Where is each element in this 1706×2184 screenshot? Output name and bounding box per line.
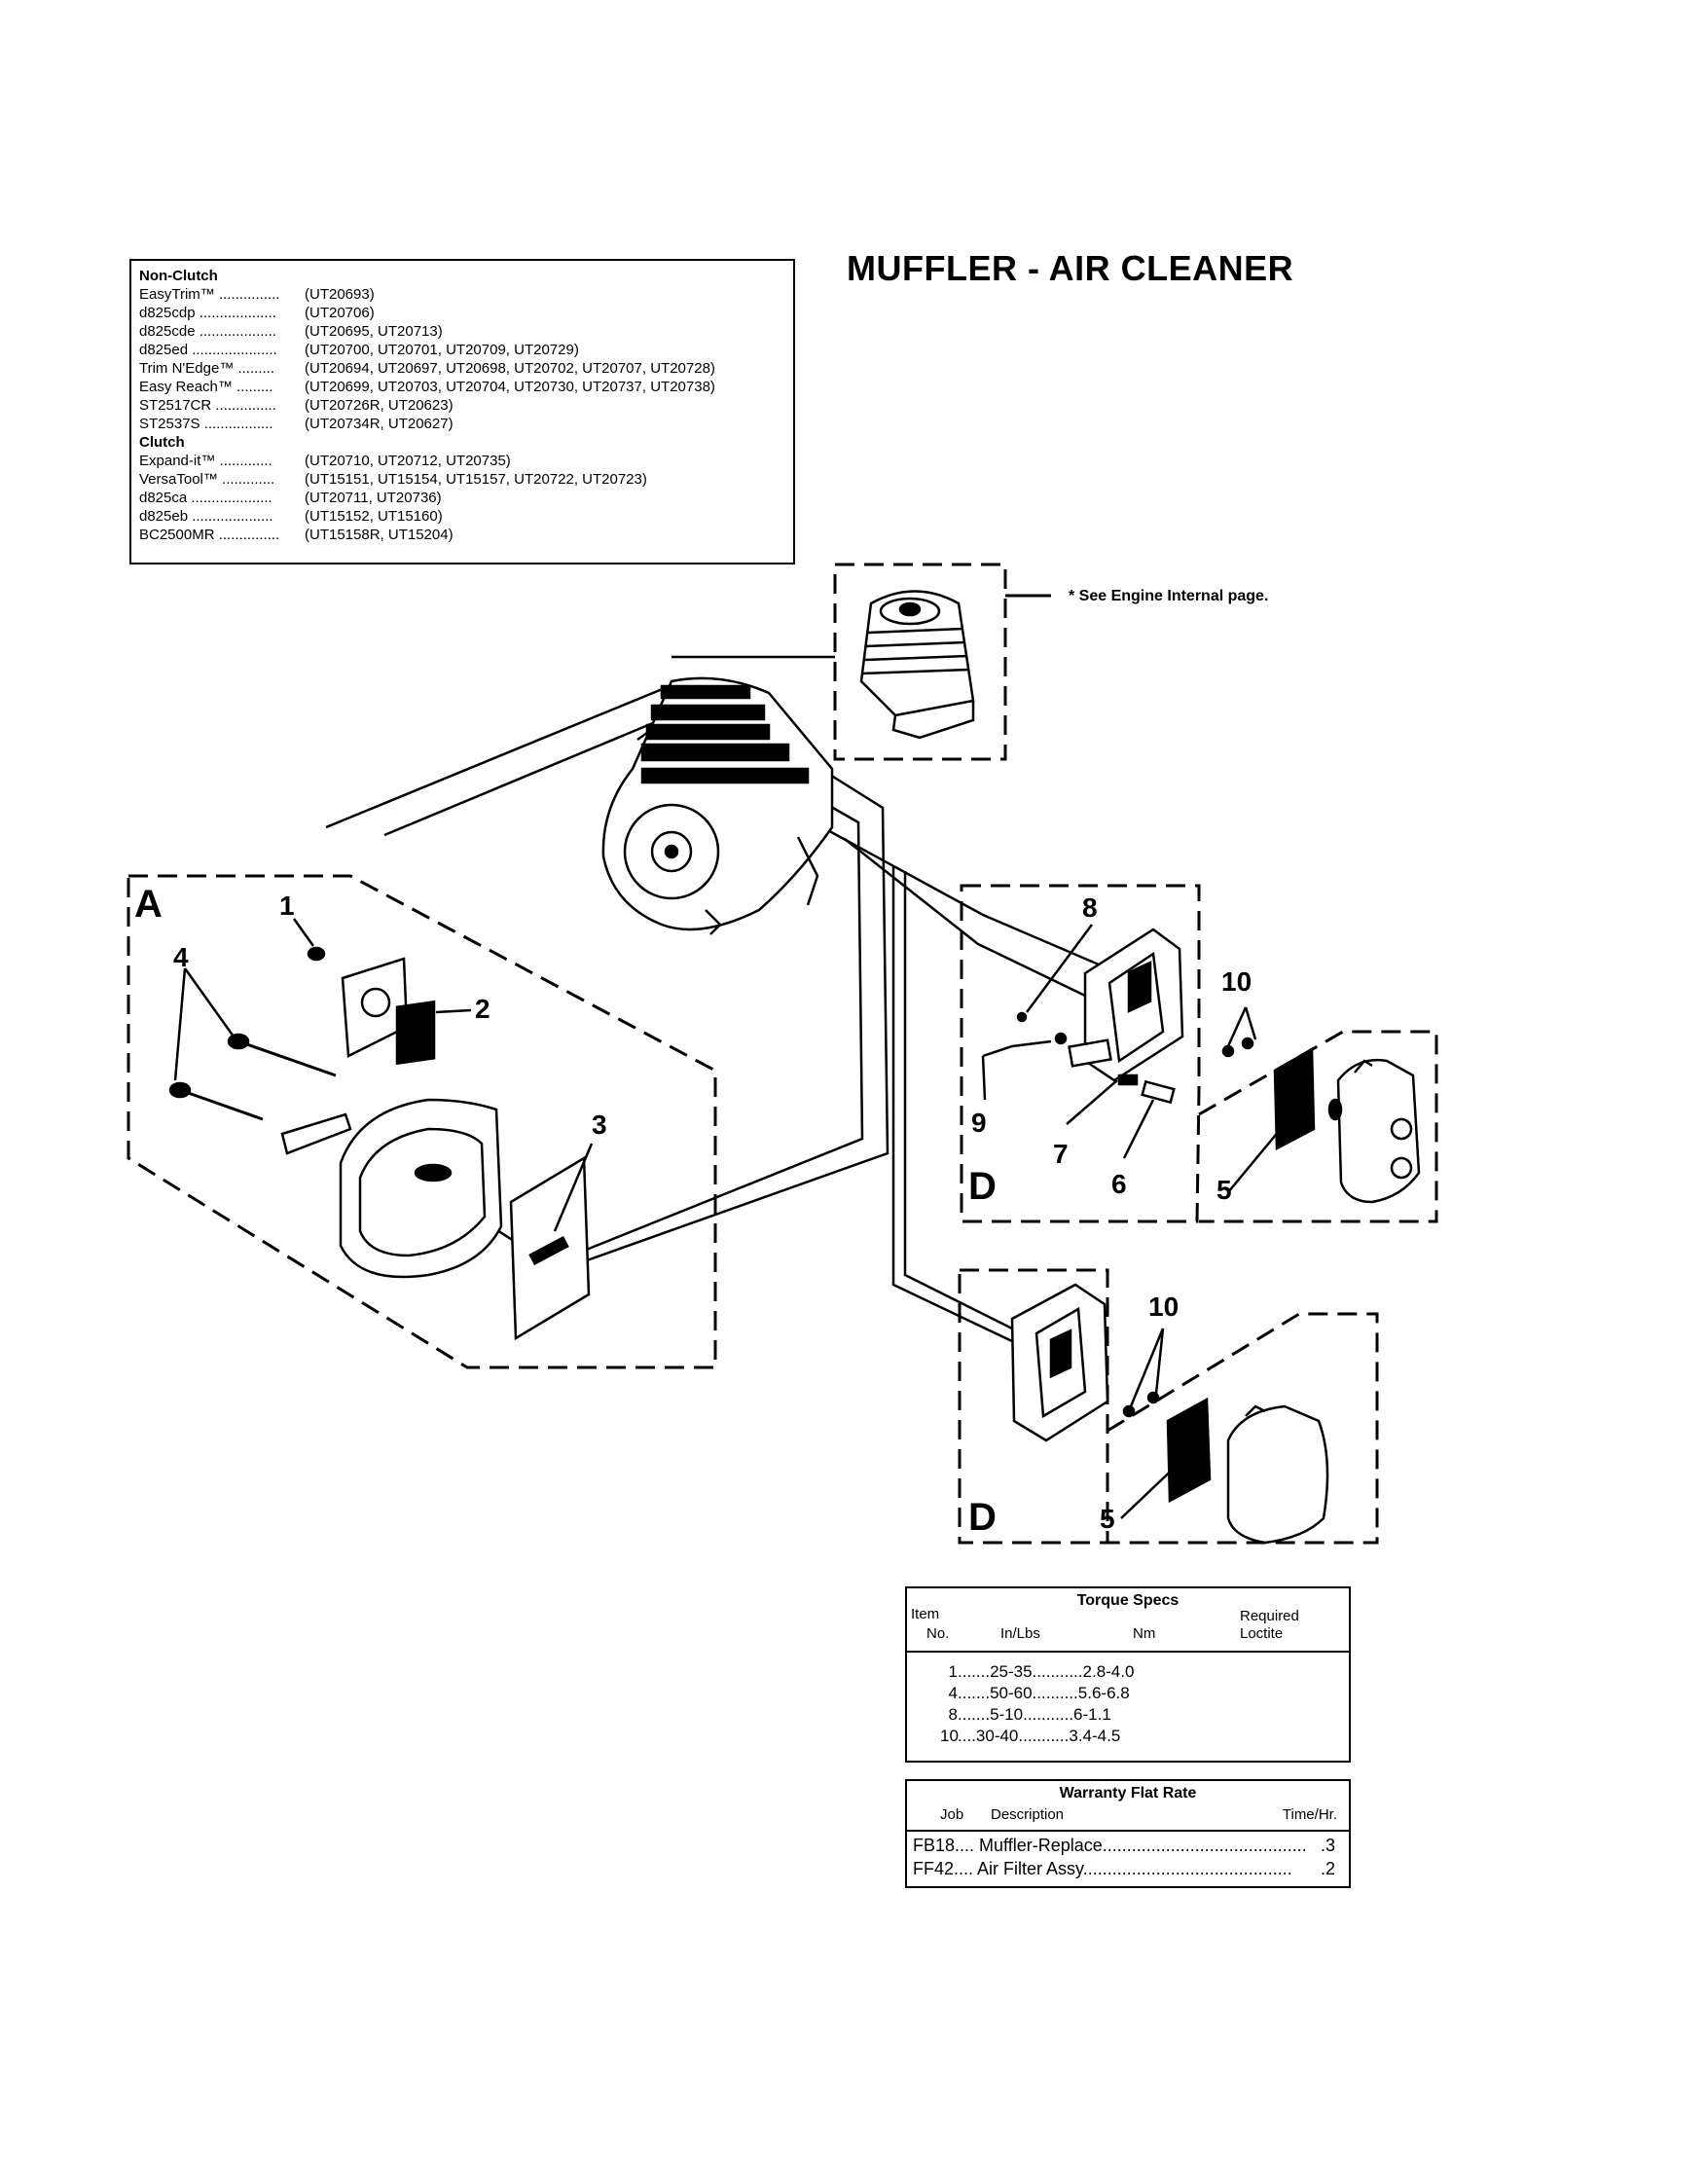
description-header: Description [991, 1806, 1065, 1823]
air-cleaner-cover-icon [1336, 1058, 1421, 1204]
model-row: Trim N'Edge™ .........(UT20694, UT20697,… [139, 360, 715, 377]
air-cleaner-group-box-1 [960, 884, 1201, 1223]
callout-6: 6 [1111, 1169, 1127, 1199]
spacer-plate-icon [280, 1112, 352, 1155]
table-row: 10 .... 30-40 ........... 3.4-4.5 [940, 1727, 1121, 1745]
model-row: ST2537S .................(UT20734R, UT20… [139, 416, 454, 432]
choke-lever-icon [1068, 1038, 1112, 1068]
muffler-icon [339, 1098, 503, 1279]
warranty-title: Warranty Flat Rate [1059, 1785, 1197, 1802]
engine-block-icon [601, 676, 834, 935]
engine-internal-box [833, 563, 1007, 761]
choke-shutter-icon [1141, 1079, 1176, 1105]
bolt-icon [237, 1039, 337, 1077]
engine-internal-note: * See Engine Internal page. [1069, 588, 1269, 604]
callout-d: D [968, 1165, 997, 1208]
cylinder-icon [859, 590, 975, 740]
table-row: FB18.... Muffler-Replace ...............… [913, 1836, 1335, 1855]
time-header: Time/Hr. [1282, 1806, 1337, 1823]
model-row: d825eb ....................(UT15152, UT1… [139, 508, 443, 525]
model-row: ST2517CR ...............(UT20726R, UT206… [139, 397, 454, 414]
torque-specs-table: Torque Specs Item No. In/Lbs Nm Required… [905, 1586, 1351, 1763]
model-row: VersaTool™ .............(UT15151, UT1515… [139, 471, 647, 488]
model-row: d825cdp ...................(UT20706) [139, 305, 375, 321]
model-row: BC2500MR ...............(UT15158R, UT152… [139, 527, 454, 543]
model-row: EasyTrim™ ...............(UT20693) [139, 286, 375, 303]
callout-5: 5 [1216, 1175, 1232, 1205]
callout-10: 10 [1221, 966, 1252, 997]
nut-icon [1122, 1404, 1136, 1418]
model-row: d825ed .....................(UT20700, UT… [139, 342, 579, 358]
air-filter-icon [1273, 1046, 1316, 1151]
nut-icon [1221, 1044, 1235, 1058]
callout-d-lower: D [968, 1496, 997, 1539]
callout-4: 4 [173, 942, 189, 972]
non-clutch-heading: Non-Clutch [139, 268, 218, 284]
spark-arrestor-screen-icon [395, 1000, 436, 1066]
spring-icon [1117, 1074, 1139, 1086]
bolt-icon [307, 946, 326, 962]
table-row: 4 ....... 50-60 .......... 5.6-6.8 [948, 1684, 1130, 1702]
muffler-group-box [127, 874, 717, 1369]
warranty-flat-rate-table: Warranty Flat Rate Job Description Time/… [905, 1779, 1351, 1888]
nm-header: Nm [1133, 1625, 1156, 1642]
header-rule [907, 1651, 1349, 1653]
callout-1: 1 [279, 891, 295, 921]
model-row: d825cde ...................(UT20695, UT2… [139, 323, 443, 340]
no-header: No. [926, 1625, 950, 1642]
callout-2: 2 [475, 994, 490, 1024]
callout-3: 3 [592, 1110, 607, 1140]
item-header: Item [911, 1606, 940, 1622]
callout-5-lower: 5 [1100, 1504, 1115, 1534]
air-cleaner-cover-icon [1226, 1404, 1329, 1545]
air-filter-icon [1166, 1397, 1212, 1504]
torque-title: Torque Specs [1076, 1592, 1180, 1609]
callout-10-lower: 10 [1148, 1292, 1179, 1322]
table-row: FF42.... Air Filter Assy. ..............… [913, 1859, 1335, 1878]
table-row: 8 ....... 5-10 .......... .6-1.1 [948, 1705, 1111, 1724]
choke-rod-icon [982, 1039, 1052, 1058]
callout-a: A [134, 883, 163, 926]
callout-9: 9 [971, 1108, 987, 1138]
inlbs-header: In/Lbs [1000, 1625, 1040, 1642]
model-row: Easy Reach™ .........(UT20699, UT20703, … [139, 379, 715, 395]
loctite-header: Loctite [1240, 1625, 1284, 1642]
model-row: Expand-it™ .............(UT20710, UT2071… [139, 453, 511, 469]
job-header: Job [940, 1806, 964, 1823]
screw-icon [1016, 1011, 1028, 1023]
callout-8: 8 [1082, 892, 1098, 923]
required-header: Required [1240, 1608, 1299, 1624]
header-rule [907, 1830, 1349, 1832]
callout-7: 7 [1053, 1139, 1069, 1169]
model-list-box: Non-Clutch EasyTrim™ ...............(UT2… [129, 259, 795, 564]
clutch-heading: Clutch [139, 434, 185, 451]
table-row: 1 ....... 25-35 ........... 2.8-4.0 [948, 1662, 1135, 1681]
model-row: d825ca ....................(UT20711, UT2… [139, 490, 442, 506]
page-title: MUFFLER - AIR CLEANER [847, 248, 1294, 288]
